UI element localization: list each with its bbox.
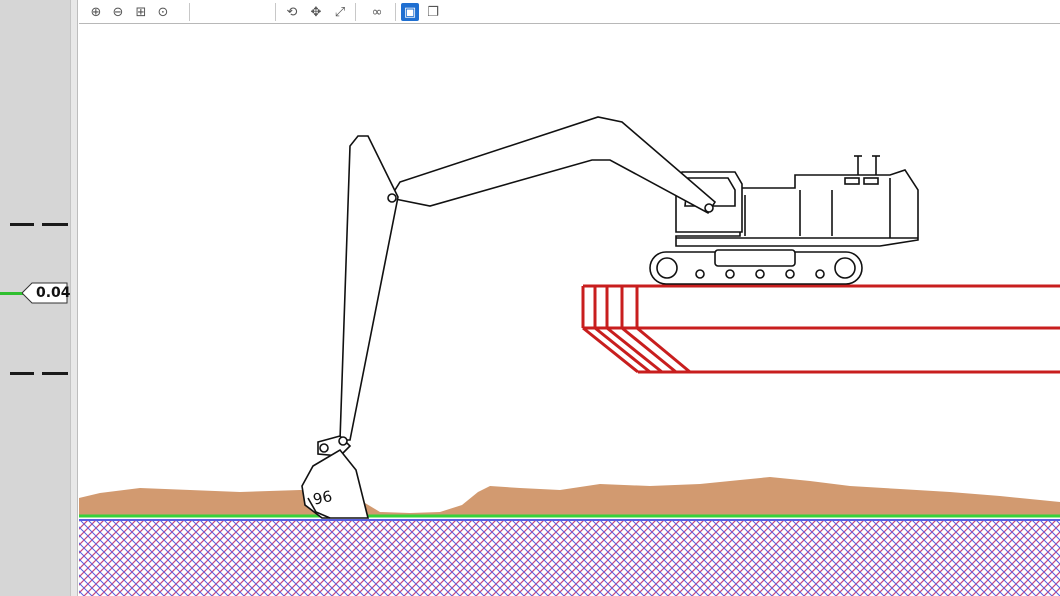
excavator-bucket [301,448,370,519]
subgrade-hatch-area [79,520,1060,596]
machine-view-icon[interactable]: ▣ [401,3,419,21]
panel-splitter[interactable] [70,0,78,596]
zoom-extents-icon[interactable]: ⊙ [157,4,169,20]
guidance-side-panel: 0.04 [0,0,71,596]
lower-tolerance-dash-left [10,372,34,375]
measure-icon[interactable]: ⤢ [334,4,346,20]
toolbar-separator [355,3,356,21]
view-toolbar: ⊕ ⊖ ⊞ ⊙ ⟲ ✥ ⤢ ∞ ▣ ❐ [79,0,1060,24]
existing-terrain [79,477,1060,516]
excavator [301,116,919,519]
rotate-icon[interactable]: ⟲ [286,4,298,20]
bench-platform [581,284,1060,374]
zoom-out-icon[interactable]: ⊖ [112,4,124,20]
excavator-stick [339,135,399,441]
excavator-house [675,169,919,247]
lower-tolerance-dash-right [42,372,68,375]
bucket-label: 96 [311,487,333,509]
zoom-window-icon[interactable]: ⊞ [135,4,147,20]
pan-icon[interactable]: ✥ [310,4,322,20]
machine-profile-view[interactable]: 96 [79,24,1060,596]
upper-tolerance-dash-left [10,223,34,226]
on-grade-indicator-line [0,292,24,295]
copy-view-icon[interactable]: ❐ [427,4,439,20]
toolbar-separator [189,3,190,21]
level-readout-value: 0.04 [36,285,71,301]
upper-tolerance-dash-right [42,223,68,226]
level-readout-flag: 0.04 [22,282,71,304]
zoom-in-icon[interactable]: ⊕ [90,4,102,20]
toolbar-separator [395,3,396,21]
excavator-boom [388,116,717,215]
toolbar-separator [275,3,276,21]
link-dropdown-icon[interactable]: ∞ [371,4,383,20]
level-flag-shape [22,282,68,304]
